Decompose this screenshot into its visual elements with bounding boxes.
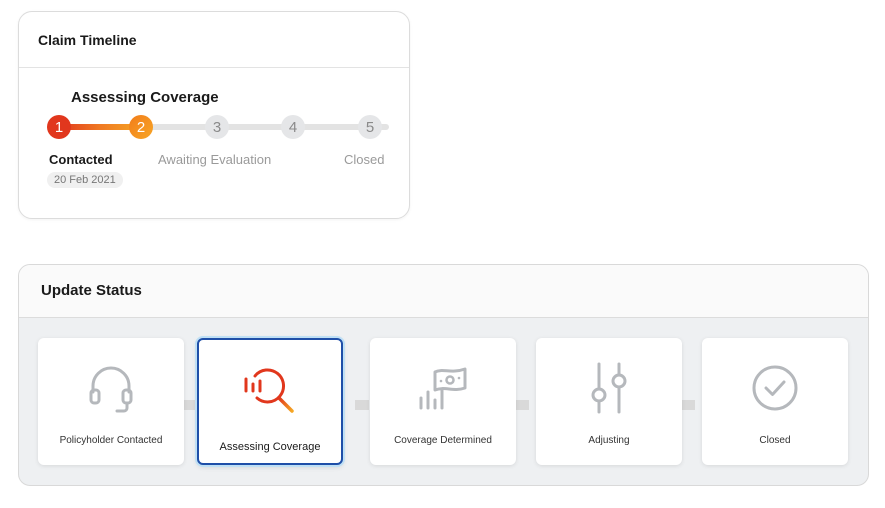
timeline-step-4: 4 — [281, 115, 305, 139]
current-stage-label: Assessing Coverage — [71, 89, 219, 106]
claim-timeline-title: Claim Timeline — [19, 12, 409, 68]
timeline-progress-fill — [59, 124, 142, 130]
update-status-panel: Update Status Policyholder Contacted — [18, 264, 869, 486]
step-label-awaiting: Awaiting Evaluation — [158, 152, 272, 167]
stage-tile-label: Closed — [759, 435, 791, 446]
timeline-step-2: 2 — [129, 115, 153, 139]
stage-tile-closed[interactable]: Closed — [702, 338, 848, 465]
step-label-closed: Closed — [344, 152, 385, 167]
stage-tile-coverage-determined[interactable]: Coverage Determined — [370, 338, 516, 465]
stage-tile-label: Assessing Coverage — [219, 441, 321, 453]
timeline-step-3: 3 — [205, 115, 229, 139]
sliders-icon — [591, 362, 627, 414]
step-label-contacted: Contacted — [49, 152, 113, 167]
contacted-date-badge: 20 Feb 2021 — [47, 172, 123, 188]
stage-connector — [681, 400, 695, 410]
stage-tile-adjusting[interactable]: Adjusting — [536, 338, 682, 465]
chart-money-icon — [419, 367, 467, 410]
stage-tile-label: Coverage Determined — [394, 435, 492, 446]
stage-connector — [183, 400, 197, 410]
claim-timeline-card: Claim Timeline Assessing Coverage 1 2 3 … — [18, 11, 410, 219]
headset-icon — [89, 366, 133, 413]
stage-tile-assessing-coverage[interactable]: Assessing Coverage — [197, 338, 343, 465]
update-status-title: Update Status — [19, 265, 868, 318]
timeline-step-5: 5 — [358, 115, 382, 139]
stage-connector — [515, 400, 529, 410]
stage-tile-policyholder-contacted[interactable]: Policyholder Contacted — [38, 338, 184, 465]
check-circle-icon — [752, 365, 798, 411]
chart-magnifier-icon — [244, 368, 294, 413]
stage-tile-label: Adjusting — [588, 435, 630, 446]
stage-tile-label: Policyholder Contacted — [59, 435, 163, 446]
stage-connector — [355, 400, 369, 410]
timeline-step-1: 1 — [47, 115, 71, 139]
